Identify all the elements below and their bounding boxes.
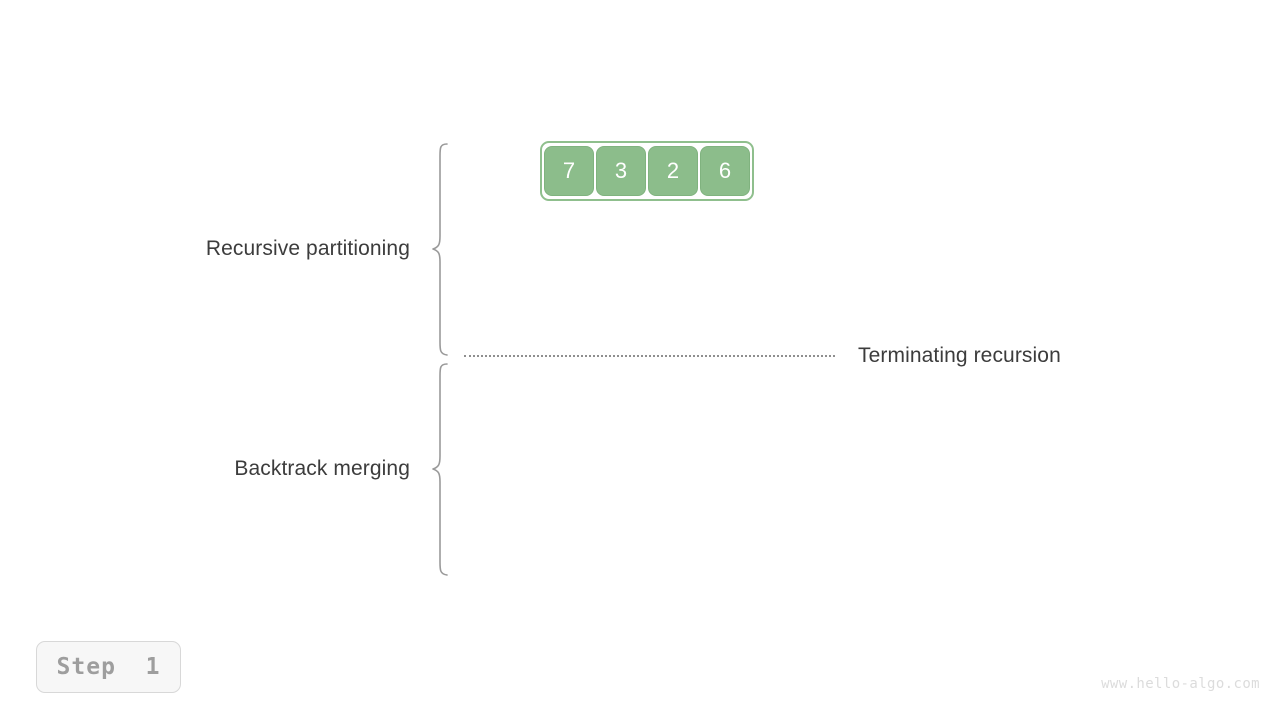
step-badge-text: Step 1	[56, 654, 161, 680]
watermark: www.hello-algo.com	[1101, 676, 1260, 692]
recursive-partitioning-brace	[432, 143, 448, 356]
recursive-partitioning-label: Recursive partitioning	[205, 237, 410, 260]
backtrack-merging-brace	[432, 363, 448, 576]
array-cell: 6	[700, 146, 750, 196]
terminating-recursion-label: Terminating recursion	[858, 344, 1061, 367]
array-cell: 7	[544, 146, 594, 196]
terminating-recursion-divider	[464, 355, 835, 357]
backtrack-merging-label: Backtrack merging	[234, 457, 410, 480]
array-container: 7 3 2 6	[540, 141, 754, 201]
divider-dotted-line	[464, 355, 835, 357]
array-cell: 3	[596, 146, 646, 196]
step-badge: Step 1	[36, 641, 181, 693]
array-cell: 2	[648, 146, 698, 196]
